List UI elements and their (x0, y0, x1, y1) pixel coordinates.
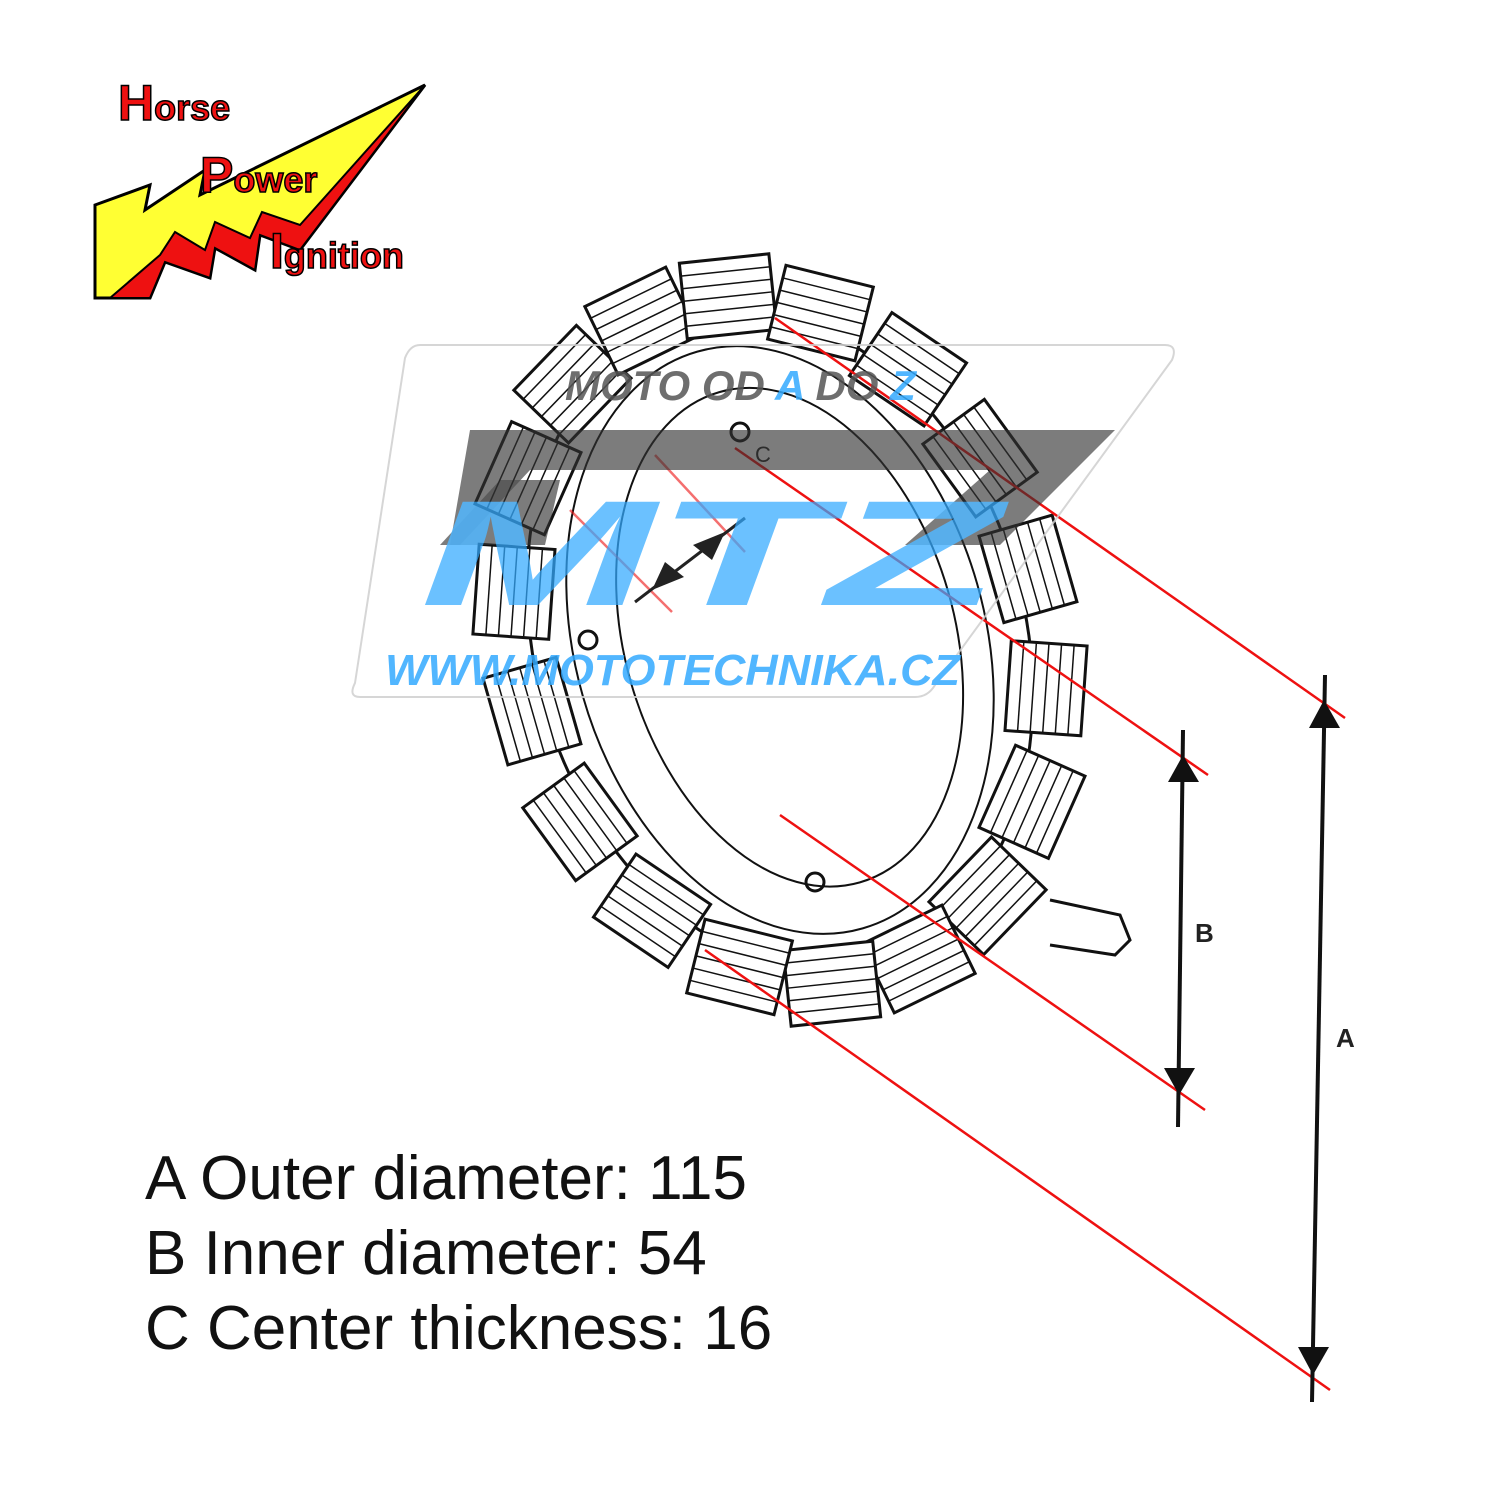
winding-line (989, 750, 1028, 833)
winding-line (485, 545, 493, 635)
watermark-mark: MTZ (420, 469, 1010, 637)
watermark-url: WWW.MOTOTECHNIKA.CZ (385, 646, 962, 695)
winding-line (683, 291, 773, 302)
winding-line (1012, 760, 1051, 844)
winding-line (532, 799, 587, 874)
winding-line (494, 674, 522, 762)
winding-line (549, 360, 614, 426)
winding-line (621, 874, 697, 926)
winding-line (871, 927, 954, 968)
winding-line (614, 884, 690, 937)
winding-line (1041, 643, 1050, 734)
winding-line (955, 862, 1020, 929)
winding-line (973, 880, 1038, 947)
winding-line (522, 547, 531, 638)
winding-line (695, 955, 784, 979)
winding-line (531, 664, 558, 752)
winding-line (563, 777, 618, 852)
winding-line (685, 316, 776, 328)
winding-line (595, 289, 678, 331)
winding-line (1029, 642, 1038, 733)
winding-line (1001, 755, 1040, 838)
winding-line (937, 845, 1002, 912)
winding-line (1026, 522, 1054, 609)
dimension-a: A (1298, 674, 1355, 1403)
winding-line (782, 277, 871, 301)
winding-line (607, 895, 683, 947)
winding-line (684, 303, 775, 315)
winding-line (863, 354, 939, 406)
winding-line (506, 671, 534, 758)
mototechnika-watermark: MOTO OD A DO Z MTZ WWW.MOTOTECHNIKA.CZ (351, 344, 1175, 698)
winding-line (776, 301, 865, 325)
winding-line (1038, 518, 1066, 606)
winding-line (785, 965, 876, 977)
winding-line (1002, 528, 1029, 616)
winding-line (1014, 525, 1041, 613)
winding-line (540, 351, 605, 418)
winding-line (1054, 644, 1063, 735)
dimension-label-b: B (1195, 918, 1214, 948)
winding-line (1016, 641, 1025, 732)
winding-line (680, 266, 771, 277)
winding-line (519, 667, 546, 755)
winding-line (888, 961, 970, 1002)
winding-line (600, 905, 676, 958)
winding-line (1024, 765, 1063, 849)
spec-outer-diameter: A Outer diameter: 115 (145, 1144, 747, 1213)
winding-line (877, 333, 953, 385)
winding-line (497, 545, 506, 636)
winding-line (612, 323, 694, 365)
winding-line (990, 532, 1017, 620)
winding-line (1067, 645, 1075, 735)
winding-line (870, 343, 946, 396)
horse-power-ignition-logo: Horse Power Ignition (93, 74, 427, 300)
winding-line (856, 364, 932, 417)
spec-inner-diameter: B Inner diameter: 54 (145, 1219, 707, 1288)
winding-line (628, 863, 704, 916)
winding-line (681, 278, 772, 290)
winding-line (590, 278, 672, 319)
winding-line (535, 548, 544, 639)
winding-line (558, 368, 623, 435)
projection-lines (569, 316, 1346, 1392)
winding-line (689, 979, 778, 1003)
winding-line (601, 300, 683, 342)
winding-line (964, 871, 1029, 938)
winding-line (1035, 770, 1074, 854)
dimension-label-a: A (1336, 1023, 1355, 1053)
winding-line (531, 342, 596, 409)
winding-line (698, 942, 787, 967)
winding-line (553, 784, 608, 859)
winding-line (779, 289, 868, 313)
winding-line (789, 1003, 880, 1014)
dimension-b: B (1164, 729, 1214, 1128)
winding-line (788, 990, 879, 1002)
winding-line (773, 313, 862, 338)
spec-center-thickness: C Center thickness: 16 (145, 1294, 773, 1363)
winding-line (701, 930, 790, 954)
winding-line (573, 770, 628, 844)
watermark-tagline: MOTO OD A DO Z (565, 362, 917, 409)
winding-line (884, 322, 960, 375)
winding-line (543, 660, 570, 748)
svg-text:Horse: Horse (118, 75, 230, 131)
winding-line (877, 938, 959, 980)
winding-line (542, 792, 597, 867)
winding-line (882, 949, 965, 991)
winding-line (946, 854, 1011, 920)
winding-line (787, 978, 877, 989)
winding-line (692, 967, 781, 991)
winding-line (510, 546, 519, 637)
winding-line (784, 952, 875, 964)
